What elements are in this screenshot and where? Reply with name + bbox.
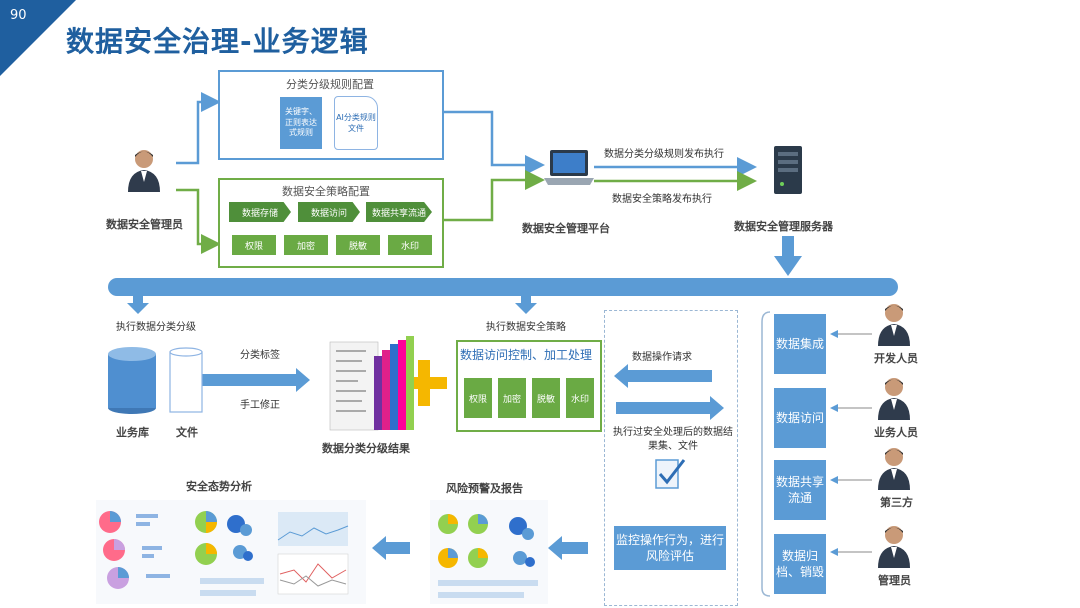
server-icon [774, 146, 802, 194]
checklist-icon [655, 459, 686, 489]
business-person-icon [878, 378, 910, 420]
database-icon [108, 347, 156, 414]
corner-ribbon [0, 0, 76, 76]
server-label: 数据安全管理服务器 [734, 220, 833, 233]
flow-rules-label: 数据分类分级规则发布执行 [604, 149, 724, 160]
laptop-icon [544, 150, 594, 185]
distribution-bus [108, 278, 898, 296]
access-control-watermark: 水印 [566, 378, 594, 418]
situation-analysis-label: 安全态势分析 [186, 480, 252, 493]
monitor-box: 监控操作行为，进行风险评估 [614, 526, 726, 570]
stage-access: 数据访问 [298, 202, 360, 222]
stage-sharing: 数据共享流通 [366, 202, 432, 222]
page-number: 90 [10, 8, 27, 23]
tag-label: 分类标签 [240, 350, 280, 361]
access-control-encryption: 加密 [498, 378, 526, 418]
manager-person-icon [878, 526, 910, 568]
file-scroll-icon [169, 347, 203, 413]
access-control-title: 数据访问控制、加工处理 [460, 348, 593, 362]
stage-storage: 数据存储 [229, 202, 291, 222]
result-flow-label: 执行过安全处理后的数据结果集、文件 [613, 427, 733, 452]
situation-dashboard-thumbnail [96, 500, 366, 604]
policy-control-permission: 权限 [232, 235, 276, 255]
third-party-person-icon [878, 448, 910, 490]
access-control-masking: 脱敏 [532, 378, 560, 418]
role-manager: 管理员 [878, 574, 911, 587]
flow-policy-label: 数据安全策略发布执行 [612, 194, 712, 205]
rules-doc-ai: AI分类规则文件 [334, 96, 378, 150]
process-column [604, 310, 738, 606]
op-sharing: 数据共享流通 [774, 460, 826, 520]
op-access: 数据访问 [774, 388, 826, 448]
file-label: 文件 [176, 426, 198, 439]
policy-config-title: 数据安全策略配置 [282, 185, 370, 198]
policy-control-watermark: 水印 [388, 235, 432, 255]
risk-report-label: 风险预警及报告 [446, 482, 523, 495]
op-integration: 数据集成 [774, 314, 826, 374]
rules-config-title: 分类分级规则配置 [286, 78, 374, 91]
risk-dashboard-thumbnail [430, 500, 548, 604]
result-label: 数据分类分级结果 [322, 442, 410, 455]
policy-control-masking: 脱敏 [336, 235, 380, 255]
page-title: 数据安全治理-业务逻辑 [66, 25, 369, 58]
policy-control-encryption: 加密 [284, 235, 328, 255]
role-third-party: 第三方 [880, 496, 913, 509]
exec-classify-label: 执行数据分类分级 [116, 322, 196, 333]
biz-db-label: 业务库 [116, 426, 149, 439]
op-archive: 数据归档、销毁 [774, 534, 826, 594]
exec-policy-label: 执行数据安全策略 [486, 322, 566, 333]
developer-person-icon [878, 304, 910, 346]
role-business: 业务人员 [874, 426, 918, 439]
access-control-permission: 权限 [464, 378, 492, 418]
platform-label: 数据安全管理平台 [522, 222, 610, 235]
classification-result-icon [329, 336, 414, 431]
manual-label: 手工修正 [240, 400, 280, 411]
rules-doc-keyword: 关键字、正则表达式规则 [280, 97, 322, 149]
rules-config-box [218, 70, 444, 160]
role-developer: 开发人员 [874, 352, 918, 365]
admin-person-icon [128, 150, 160, 192]
request-label: 数据操作请求 [632, 352, 692, 363]
admin-label: 数据安全管理员 [106, 218, 183, 231]
